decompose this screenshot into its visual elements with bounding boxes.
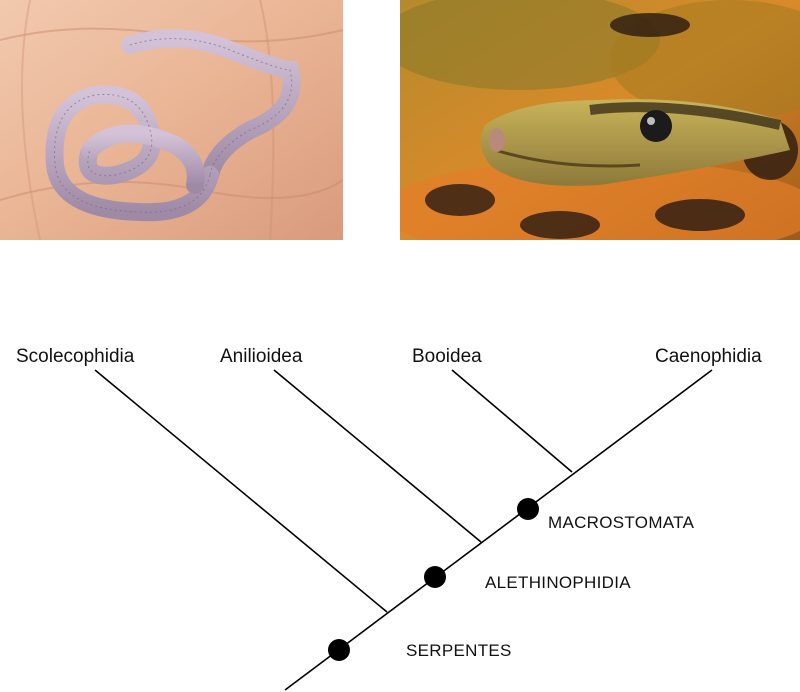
blind-snake-photo: [0, 0, 343, 240]
node-serpentes: [328, 639, 350, 661]
clade-serpentes: SERPENTES: [406, 641, 512, 660]
taxon-booidea: Booidea: [412, 346, 482, 367]
boa-photo: [400, 0, 800, 240]
main-trunk: [284, 369, 713, 691]
clade-macrostomata: MACROSTOMATA: [548, 513, 695, 532]
branch-booidea: [451, 369, 573, 473]
node-alethinophidia: [424, 566, 446, 588]
node-macrostomata: [517, 498, 539, 520]
branch-anilioidea: [273, 369, 482, 543]
taxon-scolecophidia: Scolecophidia: [16, 346, 135, 367]
clade-alethinophidia: ALETHINOPHIDIA: [485, 573, 631, 592]
branch-scolecophidia: [94, 369, 388, 613]
taxon-caenophidia: Caenophidia: [655, 346, 762, 367]
taxon-anilioidea: Anilioidea: [220, 346, 303, 367]
